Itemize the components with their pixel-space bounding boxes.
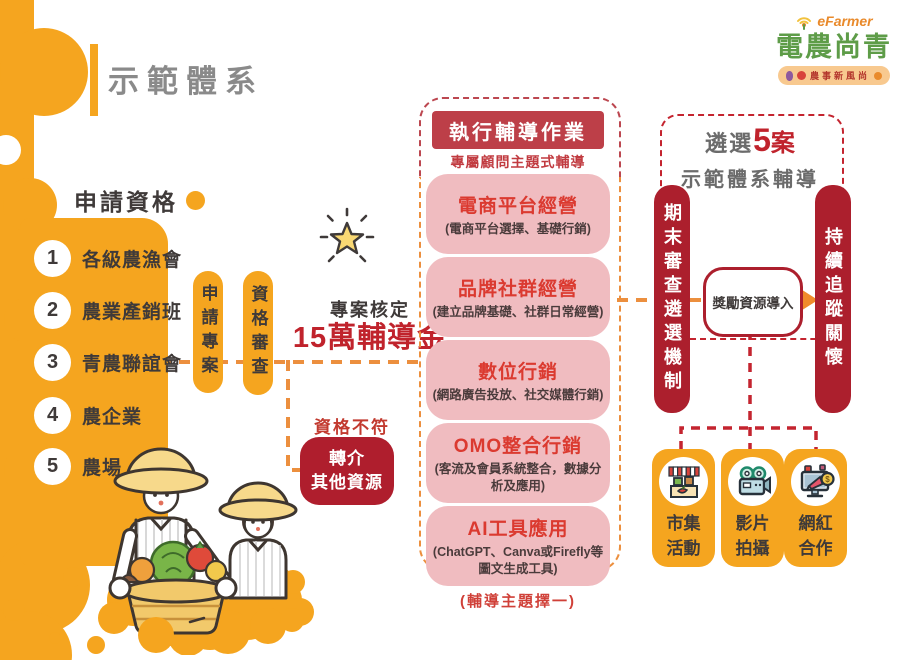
step-qualification-review-pill: 資格審查 xyxy=(243,271,273,395)
refer-box-line1: 轉介 xyxy=(329,449,365,469)
apple-icon xyxy=(796,71,806,81)
final-review-label: 期末審查遴選機制 xyxy=(662,203,682,395)
item-number-badge: 1 xyxy=(34,239,71,277)
coaching-subheader: 專屬顧問主題式輔導 xyxy=(450,154,586,170)
item-label: 農業產銷班 xyxy=(82,301,183,323)
topic-title: 電商平台經營 xyxy=(457,195,578,217)
logo-brand-text: eFarmer xyxy=(817,13,873,29)
topic-title: 數位行銷 xyxy=(477,361,558,383)
step-qualification-review-label: 資格審查 xyxy=(248,285,268,381)
svg-text:$: $ xyxy=(825,475,830,484)
list-item: 2 農業產銷班 xyxy=(34,291,182,329)
item-number-badge: 2 xyxy=(34,291,71,329)
influencer-icon: $ xyxy=(800,463,835,497)
activity-label: 網紅 合作 xyxy=(798,514,833,558)
heading-dot xyxy=(186,190,205,210)
selection-title-number: 5 xyxy=(753,122,771,158)
followup-box: 持續追蹤關懷 xyxy=(815,185,851,413)
coaching-footnote: (輔導主題擇一) xyxy=(460,593,576,610)
coaching-header: 執行輔導作業 xyxy=(432,111,604,149)
item-label: 農企業 xyxy=(82,406,143,428)
eggplant-icon xyxy=(785,70,793,81)
farmers-illustration xyxy=(98,447,314,655)
efarmer-logo: eFarmer 電農尚青 農事新風尚 xyxy=(770,10,898,110)
activity-card-influencer: $ 網紅 合作 xyxy=(784,449,847,567)
activity-card-market: 市集 活動 xyxy=(652,449,715,567)
topic-card-brand-community: 品牌社群經營 (建立品牌基礎、社群日常經營) xyxy=(426,257,610,337)
coaching-frame-top xyxy=(419,97,621,179)
connector-reject-line xyxy=(286,360,300,472)
selection-title-line2: 示範體系輔導 xyxy=(681,169,819,191)
topic-title: 品牌社群經營 xyxy=(457,278,578,300)
item-number-badge: 5 xyxy=(34,447,71,485)
apply-heading: 申請資格 xyxy=(74,189,178,215)
topic-desc: (建立品牌基礎、社群日常經營) xyxy=(432,304,604,319)
market-stall-icon xyxy=(667,465,700,498)
step-apply-project-pill: 申請專案 xyxy=(193,271,223,393)
selection-title-prefix: 遴選 xyxy=(705,131,754,156)
reject-label: 資格不符 xyxy=(314,418,390,437)
sparkle-star-icon xyxy=(319,207,375,263)
award-caption: 專案核定 xyxy=(330,300,410,320)
logo-ribbon-text: 農事新風尚 xyxy=(809,71,870,82)
final-review-box: 期末審查遴選機制 xyxy=(654,185,690,413)
page-title: 示範體系 xyxy=(108,64,264,99)
item-number-badge: 3 xyxy=(34,343,71,381)
list-item: 5 農場 xyxy=(34,447,122,485)
logo-main-text: 電農尚青 xyxy=(776,32,892,62)
topic-card-ai-tools: AI工具應用 (ChatGPT、Canva或Firefly等圖文生成工具) xyxy=(426,506,610,586)
followup-label: 持續追蹤關懷 xyxy=(823,227,843,371)
activity-icon-circle: $ xyxy=(791,457,840,506)
topic-desc: (ChatGPT、Canva或Firefly等圖文生成工具) xyxy=(432,545,604,576)
item-number-badge: 4 xyxy=(34,396,71,434)
selection-title-unit: 案 xyxy=(770,130,795,157)
logo-ribbon: 農事新風尚 xyxy=(777,66,890,86)
activity-icon-circle xyxy=(659,457,708,506)
topic-card-digital-marketing: 數位行銷 (網路廣告投放、社交媒體行銷) xyxy=(426,340,610,420)
list-item: 4 農企業 xyxy=(34,396,142,434)
reward-resources-box: 獎勵資源導入 xyxy=(703,267,803,337)
refer-box-line2: 其他資源 xyxy=(311,473,383,492)
topic-title: OMO整合行銷 xyxy=(453,436,583,458)
step-apply-project-label: 申請專案 xyxy=(198,284,218,380)
video-camera-icon xyxy=(738,465,771,495)
activity-label: 影片 拍攝 xyxy=(735,514,770,558)
topic-desc: (客流及會員系統整合，數據分析及應用) xyxy=(434,462,602,493)
activity-label: 市集 活動 xyxy=(666,514,701,558)
fruit-dot-icon xyxy=(874,71,882,80)
list-item: 3 青農聯誼會 xyxy=(34,343,182,381)
item-label: 農場 xyxy=(82,457,123,479)
selection-title: 遴選5案 xyxy=(660,124,840,156)
topic-title: AI工具應用 xyxy=(467,519,569,541)
activity-card-video: 影片 拍攝 xyxy=(721,449,784,567)
activity-icon-circle xyxy=(728,457,777,506)
topic-desc: (電商平台選擇、基礎行銷) xyxy=(445,221,591,236)
refer-other-resources-box: 轉介 其他資源 xyxy=(300,437,394,505)
topic-desc: (網路廣告投放、社交媒體行銷) xyxy=(432,387,604,402)
title-accent-bar xyxy=(90,44,98,116)
sprout-icon xyxy=(797,17,812,30)
topic-card-ecommerce: 電商平台經營 (電商平台選擇、基礎行銷) xyxy=(426,174,610,254)
apply-qualification-panel: 1 各級農漁會 2 農業產銷班 3 青農聯誼會 4 農企業 5 農場 xyxy=(20,218,181,566)
topic-card-omo: OMO整合行銷 (客流及會員系統整合，數據分析及應用) xyxy=(426,423,610,503)
list-item: 1 各級農漁會 xyxy=(34,239,182,277)
apply-heading-row: 申請資格 xyxy=(74,183,205,217)
item-label: 各級農漁會 xyxy=(82,249,183,271)
item-label: 青農聯誼會 xyxy=(82,353,183,375)
connector-activity-branch xyxy=(679,426,818,450)
